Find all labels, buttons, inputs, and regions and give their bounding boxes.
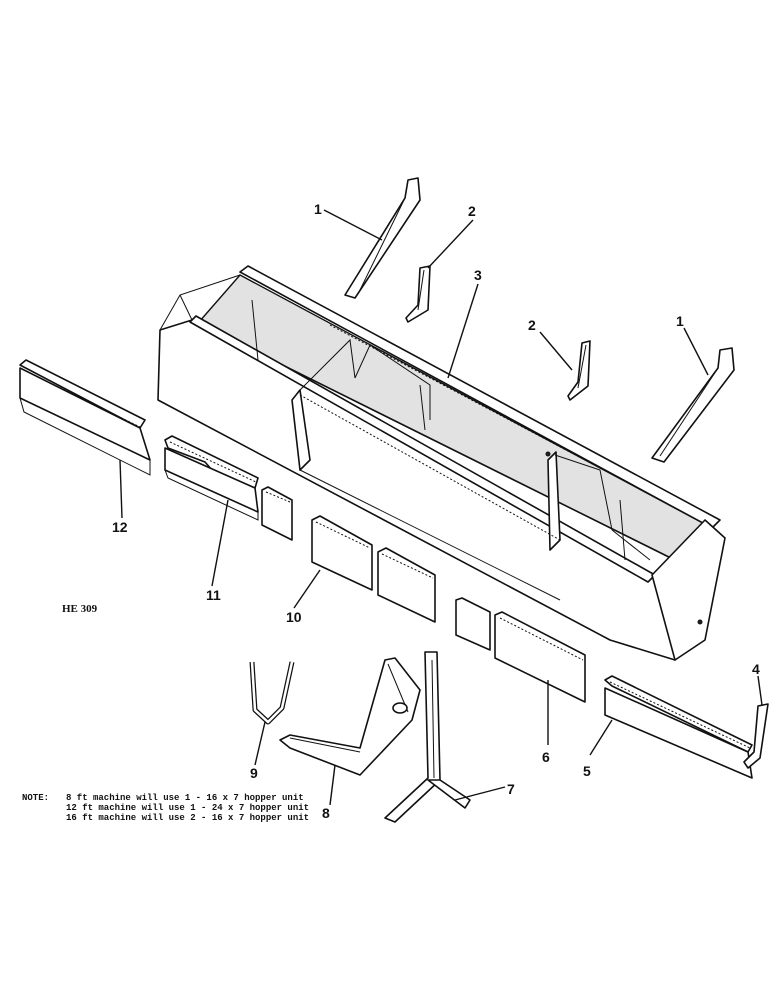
- leader-lines: [119, 209, 763, 806]
- bracket-left: [405, 265, 431, 323]
- note-line-1: 8 ft machine will use 1 - 16 x 7 hopper …: [66, 793, 304, 803]
- callout-1-right: 1: [676, 313, 684, 329]
- note-line-3: 16 ft machine will use 2 - 16 x 7 hopper…: [66, 813, 309, 823]
- callout-4: 4: [752, 661, 760, 677]
- clip-4: [743, 703, 769, 769]
- callout-11: 11: [206, 587, 221, 603]
- callout-6: 6: [542, 749, 550, 765]
- strip-5: [604, 675, 753, 779]
- callout-2-left: 2: [468, 203, 476, 219]
- callout-3: 3: [474, 267, 482, 283]
- callout-12: 12: [112, 519, 128, 535]
- leg-7: [384, 651, 471, 823]
- end-brace-left: [344, 177, 421, 299]
- bracket-8: [279, 657, 421, 776]
- figure-code: HE 309: [62, 603, 98, 615]
- callout-1-left: 1: [314, 201, 322, 217]
- callout-8: 8: [322, 805, 330, 821]
- note-block: NOTE: 8 ft machine will use 1 - 16 x 7 h…: [22, 793, 309, 823]
- callout-2-right: 2: [528, 317, 536, 333]
- hopper-box: [157, 265, 726, 661]
- note-label: NOTE:: [22, 793, 49, 803]
- callout-5: 5: [583, 763, 591, 779]
- note-line-2: 12 ft machine will use 1 - 24 x 7 hopper…: [66, 803, 309, 813]
- callout-9: 9: [250, 765, 258, 781]
- strip-11: [164, 435, 293, 541]
- end-brace-right: [651, 347, 735, 463]
- callout-7: 7: [507, 781, 515, 797]
- strip-12: [19, 359, 151, 476]
- support-9: [249, 661, 295, 725]
- callout-10: 10: [286, 609, 302, 625]
- bracket-right: [567, 340, 591, 401]
- strip-6: [455, 597, 586, 703]
- strip-10: [311, 515, 436, 623]
- callout-numbers: 1 2 3 2 1 12 11 10 6 5 4 9 8 7: [112, 201, 760, 821]
